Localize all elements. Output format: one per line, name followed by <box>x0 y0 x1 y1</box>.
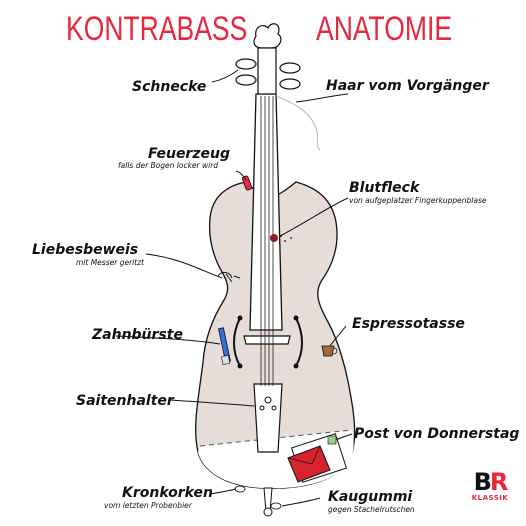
bottle-cap-icon <box>234 485 246 493</box>
label-zahnbuerste: Zahnbürste <box>92 327 183 343</box>
title-right: ANATOMIE <box>316 10 453 48</box>
scroll <box>235 23 301 95</box>
bridge <box>243 335 291 345</box>
lighter-icon <box>241 175 253 191</box>
br-logo-mark: BR <box>470 470 510 494</box>
label-schnecke: Schnecke <box>132 79 207 95</box>
carving-icon <box>217 271 241 283</box>
logo-b: B <box>473 468 492 496</box>
label-saitenhalter: Saitenhalter <box>76 393 174 409</box>
logo-r: R <box>489 468 509 496</box>
strings <box>260 96 274 386</box>
label-kaugummi-sub: gegen Stachelrutschen <box>328 505 415 514</box>
label-blutfleck: Blutfleck <box>349 180 420 196</box>
fingerboard <box>249 93 283 331</box>
label-kronkorken-sub: vom letzten Probenbier <box>104 501 192 510</box>
label-kronkorken: Kronkorken <box>122 485 213 501</box>
label-liebesbeweis-sub: mit Messer geritzt <box>76 258 145 267</box>
f-hole-left <box>233 317 241 367</box>
pointer-lines <box>115 69 353 507</box>
label-feuerzeug-sub: falls der Bogen locker wird <box>118 161 219 170</box>
label-blutfleck-sub: von aufgeplatzer Fingerkuppenblase <box>349 196 487 205</box>
title-left: KONTRABASS <box>66 10 248 48</box>
br-klassik-logo: BR KLASSIK <box>470 470 510 502</box>
letter-icon <box>287 433 348 483</box>
label-post: Post von Donnerstag <box>354 426 520 442</box>
stray-hair <box>275 95 321 151</box>
label-liebesbeweis: Liebesbeweis <box>32 242 139 258</box>
label-kaugummi: Kaugummi <box>328 489 413 505</box>
toothbrush-icon <box>218 327 231 365</box>
tailpiece <box>253 383 283 453</box>
label-feuerzeug: Feuerzeug <box>148 146 230 162</box>
logo-text: KLASSIK <box>471 494 509 502</box>
chewing-gum-icon <box>270 502 282 510</box>
label-haar: Haar vom Vorgänger <box>326 78 489 94</box>
label-espresso: Espressotasse <box>352 316 465 332</box>
f-hole-right <box>295 317 303 367</box>
